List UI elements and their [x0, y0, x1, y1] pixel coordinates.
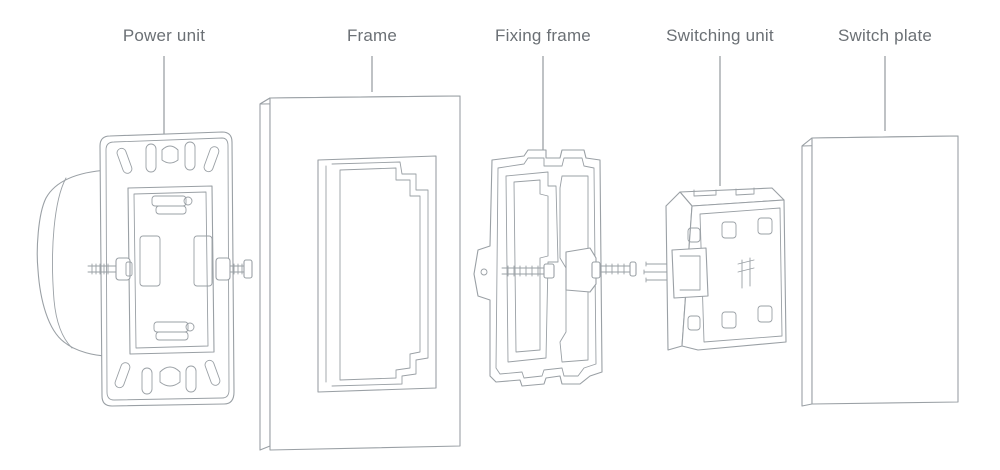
- switch-plate: [801, 135, 959, 407]
- label-fixing-frame: Fixing frame: [495, 26, 591, 45]
- fixing-frame-screw-right: [591, 261, 637, 279]
- frame: [259, 95, 461, 451]
- switching-unit-front: [681, 199, 787, 351]
- label-power-unit: Power unit: [123, 26, 205, 45]
- label-switch-plate: Switch plate: [838, 26, 932, 45]
- fixing-frame-screw-left: [501, 263, 555, 279]
- frame-side: [259, 97, 271, 451]
- frame-opening: [317, 155, 437, 393]
- frame-outer: [269, 95, 461, 451]
- switch-plate-face: [811, 135, 959, 405]
- fixing-frame: [473, 149, 637, 387]
- label-frame: Frame: [347, 26, 397, 45]
- power-unit: [36, 131, 253, 407]
- switch-plate-side: [801, 137, 813, 407]
- power-unit-rear-body: [36, 169, 109, 357]
- label-switching-unit: Switching unit: [666, 26, 774, 45]
- power-unit-screw-left: [87, 257, 133, 281]
- power-unit-screw-right: [215, 257, 253, 281]
- switching-unit: [643, 187, 787, 351]
- switching-unit-pins: [643, 261, 673, 283]
